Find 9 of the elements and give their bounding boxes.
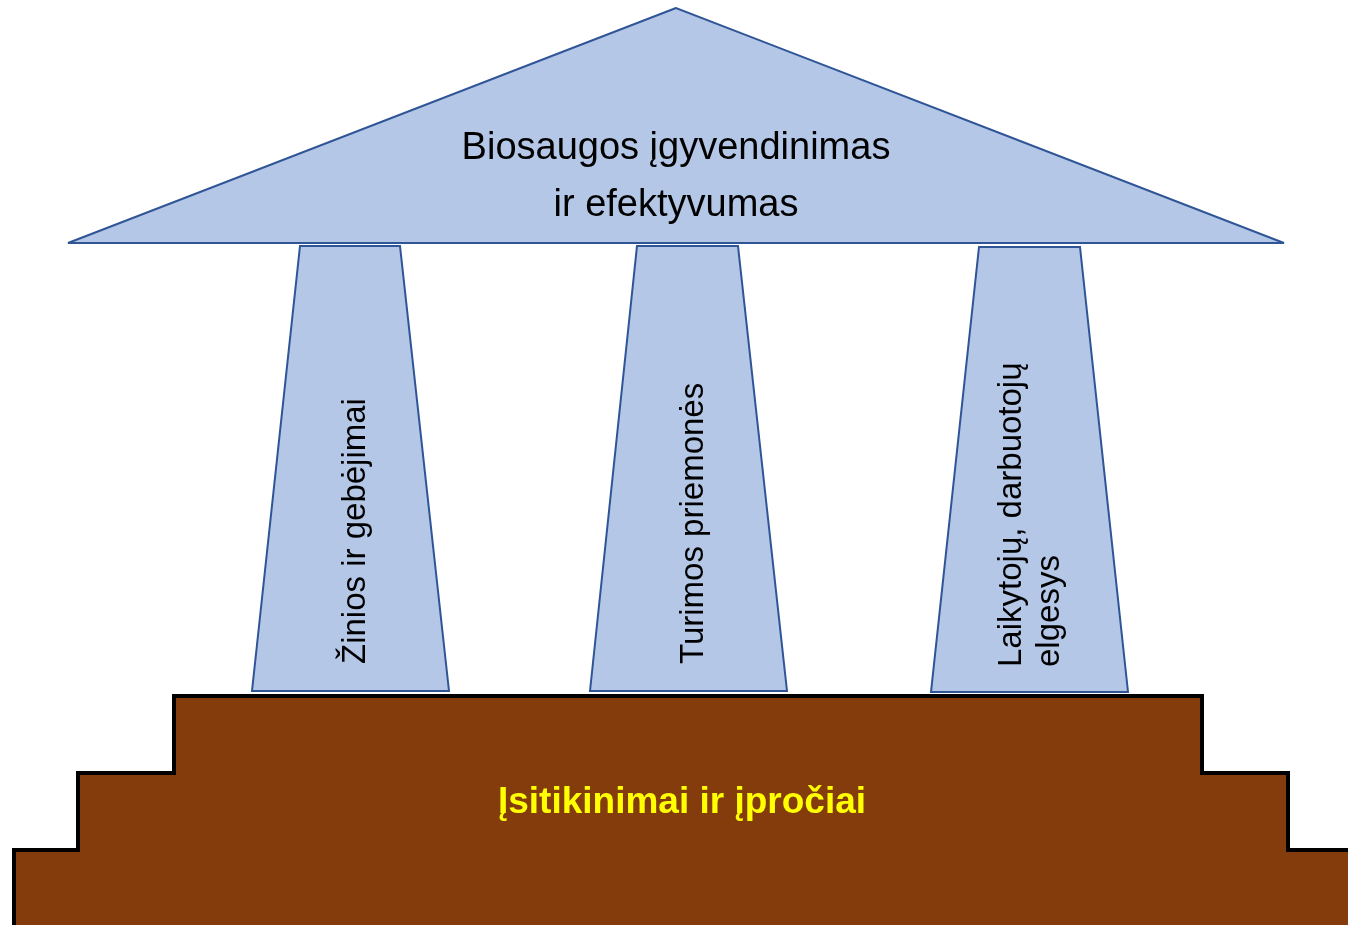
pillar-label: Turimos priemonės: [672, 381, 711, 664]
pillar: [588, 244, 790, 694]
pillar: [250, 244, 452, 694]
pillar-label: Žinios ir gebėjimai: [334, 397, 373, 664]
roof-label: Biosaugos įgyvendinimas ir efektyvumas: [460, 124, 892, 226]
pillar: [929, 245, 1131, 695]
base-label: Įsitikinimai ir įpročiai: [496, 780, 868, 822]
pillar-label: Laikytojų, darbuotojų elgesys: [990, 361, 1067, 667]
stepped-base: [12, 694, 1348, 925]
